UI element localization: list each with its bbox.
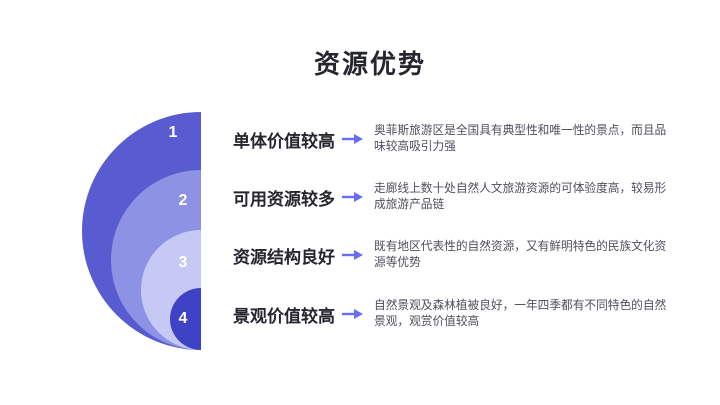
page-title: 资源优势 (313, 49, 426, 79)
circle-number-2: 2 (178, 192, 188, 209)
right-arrow-icon (342, 309, 363, 319)
nested-circles-diagram: 1 2 3 4 (0, 0, 201, 405)
right-arrow-icon (342, 134, 363, 144)
advantage-label-2: 可用资源较多 (233, 189, 335, 209)
advantage-label-4: 景观价值较高 (233, 306, 335, 326)
advantage-label-3: 资源结构良好 (233, 247, 335, 267)
advantage-row-2: 可用资源较多 走廊线上数十处自然人文旅游资源的可体验度高，较易形成旅游产品链 (233, 176, 667, 218)
right-arrow-icon (342, 192, 363, 202)
circle-number-3: 3 (178, 254, 188, 271)
circle-number-4: 4 (178, 310, 188, 327)
advantage-row-3: 资源结构良好 既有地区代表性的自然资源，又有鲜明特色的民族文化资源等优势 (233, 234, 667, 276)
advantage-description-1: 奥菲斯旅游区是全国具有典型性和唯一性的景点，而且品味较高吸引力强 (374, 124, 667, 153)
right-arrow-icon (342, 250, 363, 260)
circle-number-1: 1 (168, 124, 178, 141)
advantage-description-2: 走廊线上数十处自然人文旅游资源的可体验度高，较易形成旅游产品链 (374, 182, 667, 211)
advantage-label-1: 单体价值较高 (233, 131, 335, 151)
advantage-row-1: 单体价值较高 奥菲斯旅游区是全国具有典型性和唯一性的景点，而且品味较高吸引力强 (233, 118, 667, 160)
advantage-description-3: 既有地区代表性的自然资源，又有鲜明特色的民族文化资源等优势 (374, 240, 667, 269)
advantage-description-4: 自然景观及森林植被良好，一年四季都有不同特色的自然景观，观赏价值较高 (374, 299, 667, 328)
advantage-row-4: 景观价值较高 自然景观及森林植被良好，一年四季都有不同特色的自然景观，观赏价值较… (233, 293, 667, 335)
